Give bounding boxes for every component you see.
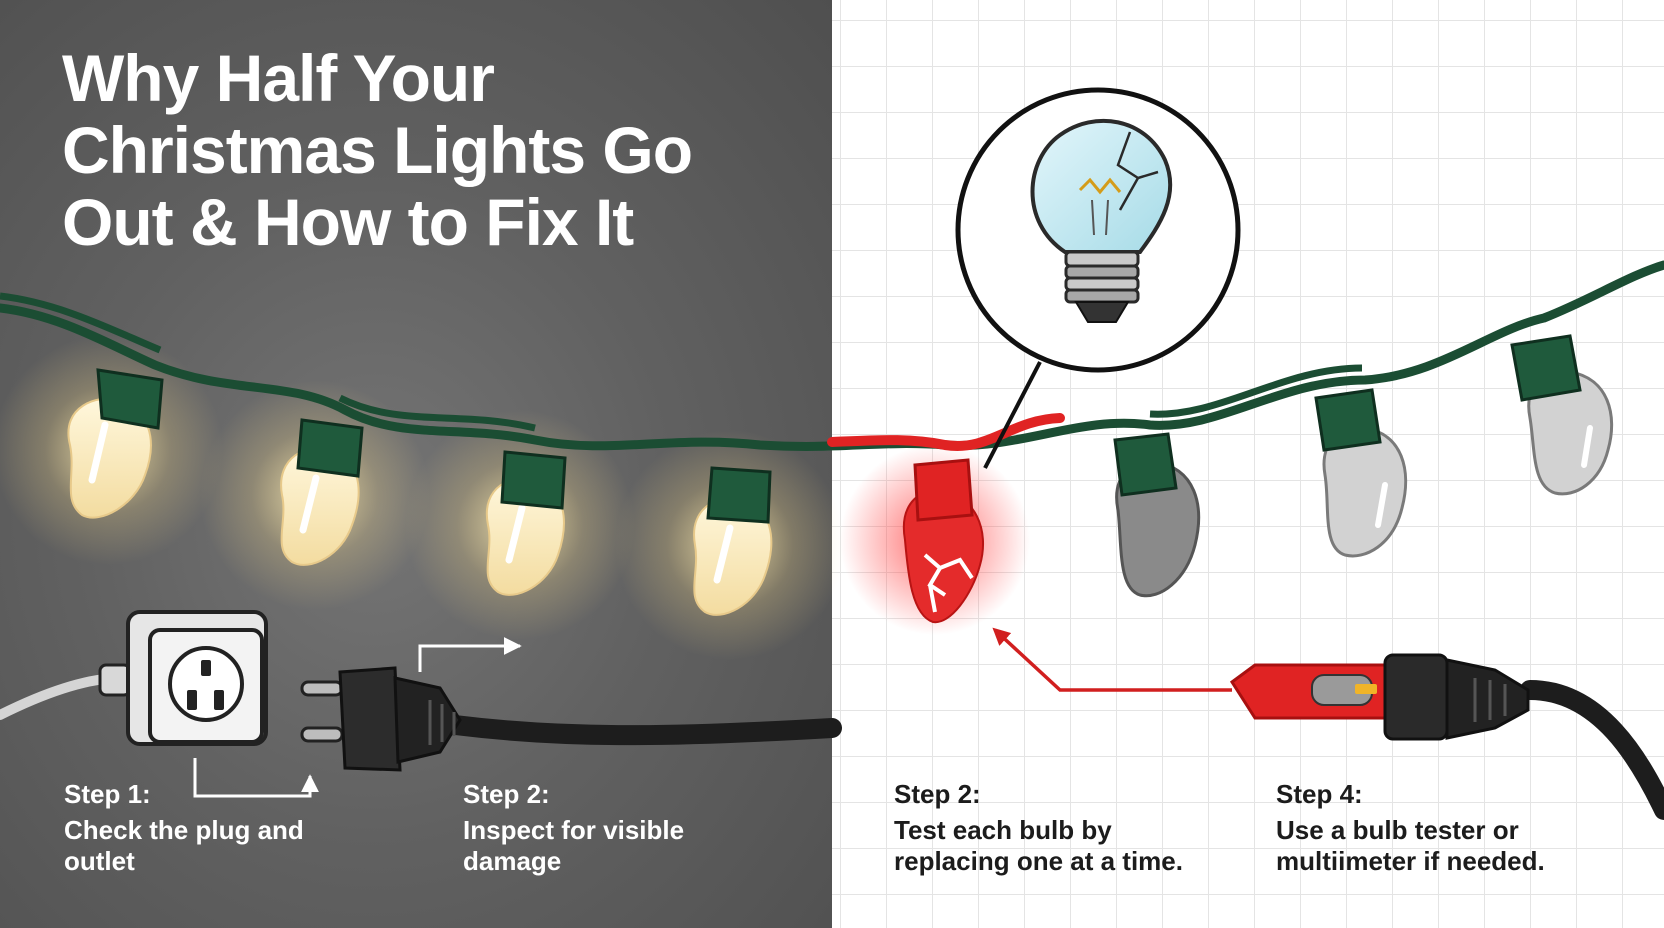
bulb-tester-icon — [1229, 653, 1530, 741]
broken-bulb-magnified-icon — [955, 87, 1241, 469]
step-4-description: Use a bulb tester or multiimeter if need… — [1276, 815, 1545, 876]
plug-icon — [300, 666, 462, 772]
faulty-wire-section — [827, 413, 1065, 451]
step-2-test-label: Step 2: — [894, 779, 981, 809]
bulb-lit-3 — [485, 450, 567, 596]
step-2-label: Step 2: — [463, 779, 550, 809]
step-2-inspect: Step 2: Inspect for visible damage — [463, 779, 723, 877]
bulb-lit-2 — [280, 418, 364, 566]
step-4-label: Step 4: — [1276, 779, 1363, 809]
bulb-unlit-2 — [1510, 334, 1614, 496]
page-title: Why Half Your Christmas Lights Go Out & … — [62, 41, 693, 259]
step-2-test: Step 2: Test each bulb by replacing one … — [894, 779, 1194, 877]
bulb-lit-1 — [67, 368, 164, 519]
step-2-description: Inspect for visible damage — [463, 815, 685, 876]
bulb-dead-1 — [1113, 432, 1201, 598]
step-1: Step 1: Check the plug and outlet — [64, 779, 324, 877]
wall-outlet-icon — [126, 610, 268, 746]
faulty-bulb — [902, 458, 985, 624]
step-1-label: Step 1: — [64, 779, 151, 809]
step-2-test-description: Test each bulb by replacing one at a tim… — [894, 815, 1183, 876]
tester-cord — [1520, 680, 1664, 820]
bulb-lit-4 — [693, 466, 773, 616]
step-1-description: Check the plug and outlet — [64, 815, 304, 876]
arrow-icon — [193, 758, 319, 798]
outlet-cord — [0, 673, 120, 720]
step-4: Step 4: Use a bulb tester or multiimeter… — [1276, 779, 1566, 877]
bulb-unlit-1 — [1314, 388, 1408, 558]
arrow-icon — [418, 637, 522, 672]
plug-cord — [445, 715, 842, 746]
arrow-icon — [992, 627, 1232, 692]
